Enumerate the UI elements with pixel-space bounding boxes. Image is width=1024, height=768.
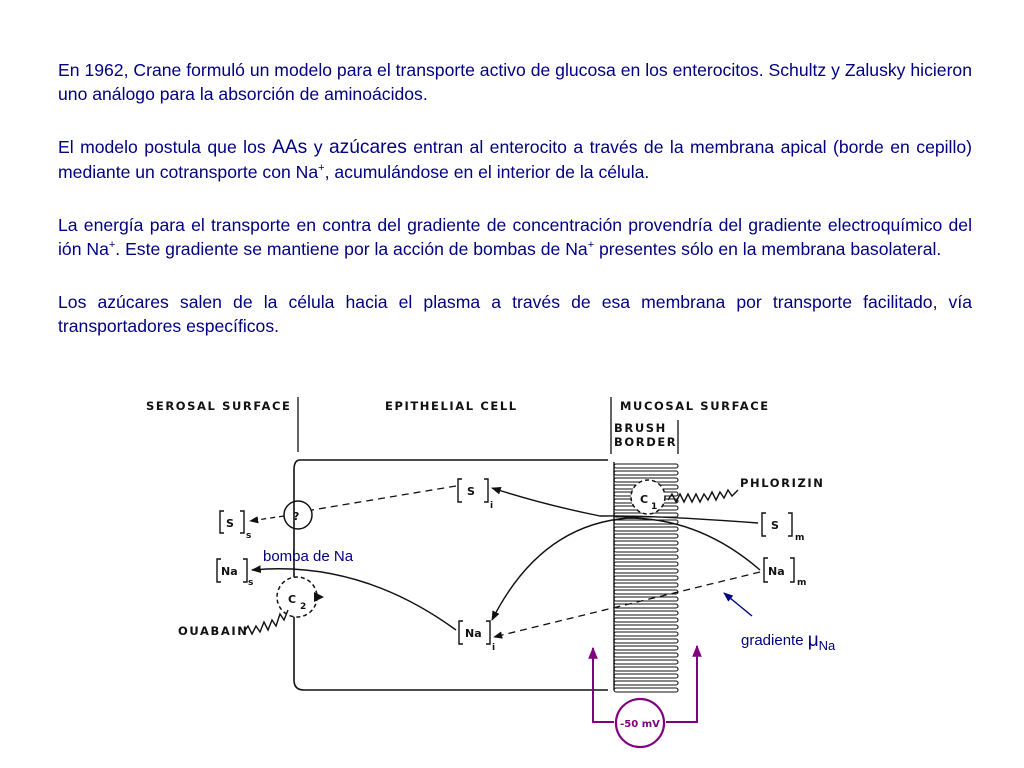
voltage-arrow-right	[666, 644, 702, 723]
p3-superscript-2: +	[587, 239, 595, 252]
na-mucosal-concentration: Na m	[763, 557, 806, 588]
phlorizin-zigzag	[667, 488, 739, 504]
ouabain-zigzag	[243, 609, 289, 636]
s-serosal-concentration: S s	[219, 510, 251, 541]
p2-azucares: azúcares	[328, 137, 407, 158]
paragraph-1: En 1962, Crane formuló un modelo para el…	[58, 58, 972, 106]
microvillus	[613, 596, 679, 602]
svg-text:S: S	[226, 517, 234, 530]
epithelial-cell-label: EPITHELIAL CELL	[385, 399, 518, 413]
microvillus	[613, 547, 679, 553]
s-efflux-dashed-arrow	[311, 485, 457, 511]
p2-superscript: +	[318, 162, 325, 175]
na-serosal-concentration: Na s	[216, 558, 253, 588]
microvillus	[613, 582, 679, 588]
p3-part-c: presentes sólo en la membrana basolatera…	[594, 239, 942, 259]
paragraph-2: El modelo postula que los AAs y azúcares…	[58, 135, 972, 184]
microvillus	[613, 680, 679, 686]
paragraph-4-text: Los azúcares salen de la célula hacia el…	[58, 292, 972, 336]
svg-text:Na: Na	[768, 565, 785, 578]
microvillus	[613, 589, 679, 595]
text-block: En 1962, Crane formuló un modelo para el…	[58, 58, 972, 367]
p3-superscript-1: +	[108, 239, 116, 252]
svg-text:s: s	[248, 578, 253, 588]
p2-part-f: , acumulándose en el interior de la célu…	[324, 162, 650, 182]
gradiente-label: gradiente μNa	[741, 630, 836, 653]
na-backleak-dashed-arrow	[493, 571, 761, 639]
voltage-label: -50 mV	[620, 719, 660, 730]
bomba-de-na-label: bomba de Na	[263, 548, 354, 565]
microvillus	[613, 540, 679, 546]
svg-text:m: m	[797, 578, 806, 588]
svg-text:S: S	[771, 519, 779, 532]
paragraph-4: Los azúcares salen de la célula hacia el…	[58, 290, 972, 338]
gradiente-arrow	[723, 592, 753, 617]
s-mucosal-concentration: S m	[761, 512, 804, 543]
paragraph-1-text: En 1962, Crane formuló un modelo para el…	[58, 60, 972, 104]
serosal-surface-label: SEROSAL SURFACE	[146, 399, 292, 413]
microvillus	[613, 673, 679, 679]
microvillus	[613, 687, 679, 693]
p2-aas: AAs	[272, 137, 308, 158]
facilitated-transporter-icon	[283, 500, 313, 530]
microvillus	[613, 659, 679, 665]
svg-text:i: i	[490, 501, 493, 511]
microvillus	[613, 652, 679, 658]
svg-text:C: C	[640, 493, 648, 506]
svg-text:S: S	[467, 485, 475, 498]
microvillus	[613, 470, 679, 476]
microvillus	[613, 617, 679, 623]
microvillus	[613, 526, 679, 532]
mucosal-surface-label: MUCOSAL SURFACE	[620, 399, 770, 413]
c2-pump-gear-icon: C 2	[276, 576, 324, 618]
svg-text:i: i	[492, 643, 495, 653]
voltage-lead-left	[592, 648, 614, 723]
voltmeter-icon	[614, 697, 666, 749]
svg-text:1: 1	[651, 502, 657, 512]
microvillus	[613, 631, 679, 637]
question-mark-label: ?	[293, 510, 299, 523]
svg-text:C: C	[288, 593, 296, 606]
c1-cotransporter-gear-icon: C 1	[630, 479, 666, 515]
p3-part-a: La energía para el transporte en contra …	[58, 215, 972, 259]
na-influx-arrow	[491, 517, 761, 621]
microvillus	[613, 645, 679, 651]
brush-label: BRUSH	[614, 421, 667, 435]
microvillus	[613, 666, 679, 672]
paragraph-3: La energía para el transporte en contra …	[58, 213, 972, 261]
cell-outline	[293, 459, 608, 691]
border-label: BORDER	[614, 435, 677, 449]
microvillus	[613, 610, 679, 616]
p2-part-a: El modelo postula que los	[58, 137, 273, 157]
microvillus	[613, 624, 679, 630]
phlorizin-label: PHLORIZIN	[740, 476, 825, 490]
microvillus	[613, 603, 679, 609]
p2-part-e: entran al enterocito a través de la memb…	[58, 137, 973, 182]
s-intracellular-concentration: S i	[457, 478, 493, 511]
microvillus	[613, 533, 679, 539]
s-to-serosa-arrow	[249, 515, 285, 524]
na-pump-efflux-arrow	[251, 565, 457, 631]
p2-part-c: y	[307, 137, 329, 157]
s-influx-arrow	[491, 486, 759, 524]
microvillus	[613, 638, 679, 644]
microvillus	[613, 463, 679, 469]
svg-text:2: 2	[300, 602, 306, 612]
microvillus	[613, 561, 679, 567]
svg-text:Na: Na	[465, 627, 482, 640]
ouabain-label: OUABAIN	[178, 624, 248, 638]
microvillus	[613, 554, 679, 560]
na-intracellular-concentration: Na i	[458, 620, 495, 653]
microvillus	[613, 568, 679, 574]
svg-text:Na: Na	[221, 565, 238, 578]
microvillus	[613, 575, 679, 581]
p3-part-b: . Este gradiente se mantiene por la acci…	[115, 239, 588, 259]
svg-text:m: m	[795, 533, 804, 543]
svg-text:s: s	[246, 531, 251, 541]
